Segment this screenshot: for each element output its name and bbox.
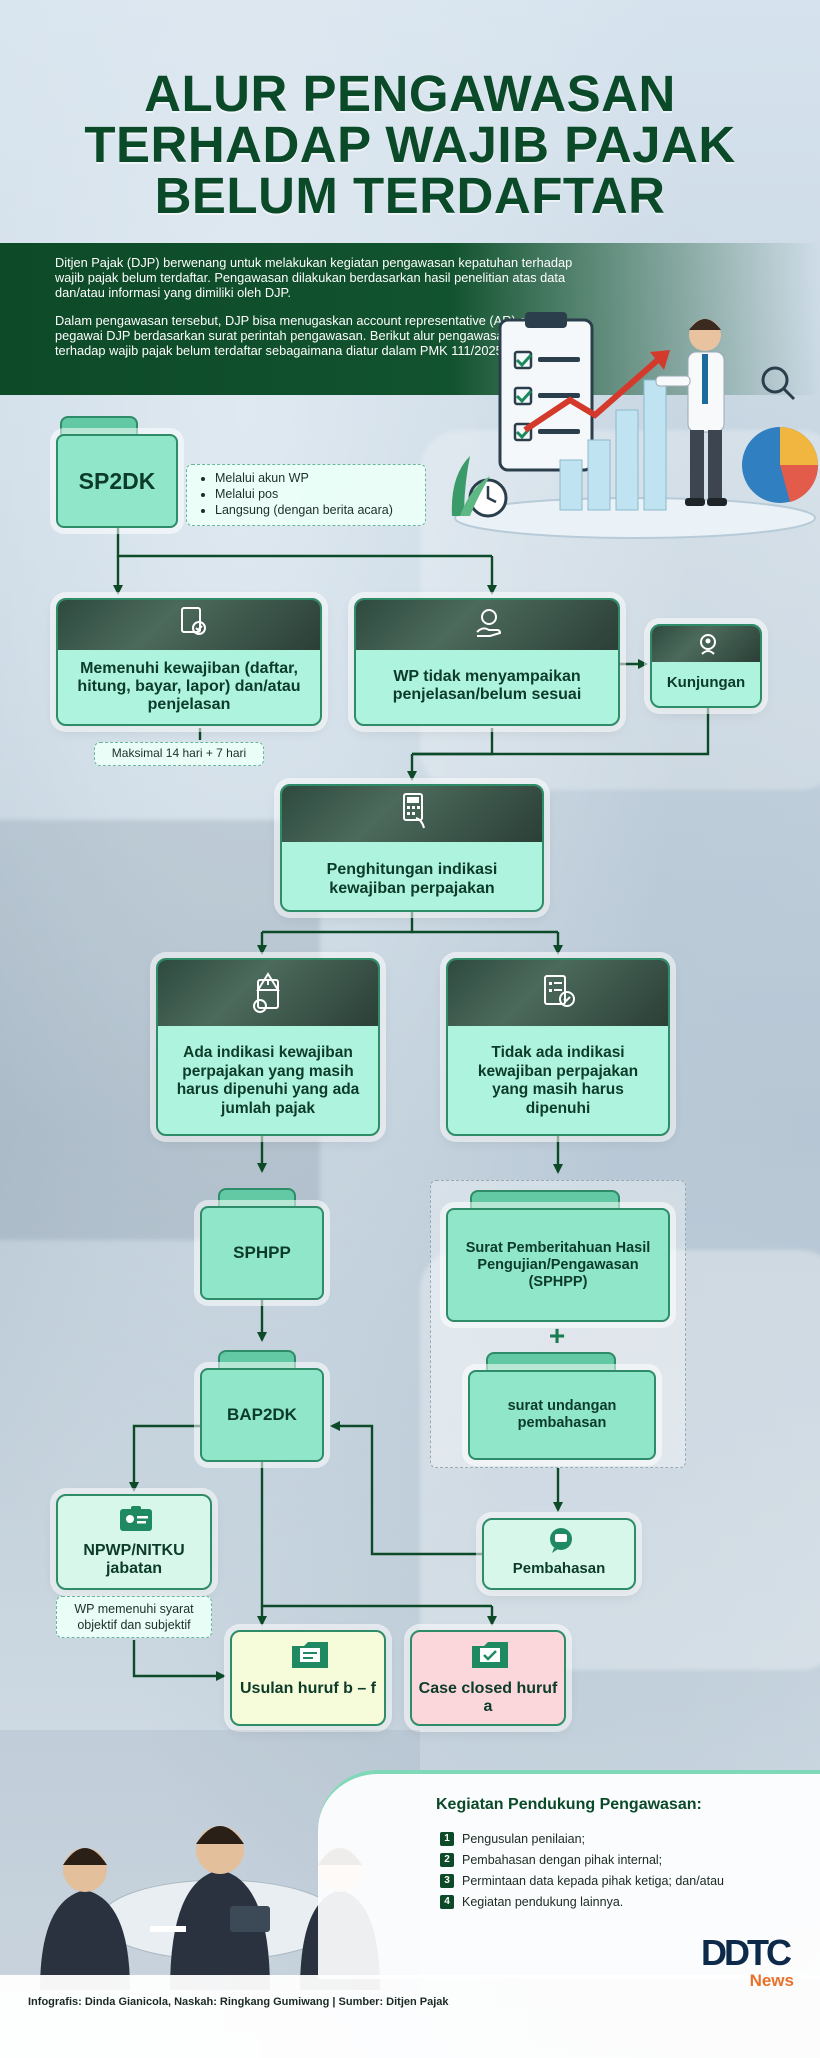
usulan-label: Usulan huruf b – f: [240, 1680, 376, 1697]
folder-closed-icon: [472, 1642, 508, 1668]
case-closed-label: Case closed huruf a: [418, 1680, 558, 1715]
logo-mark: DDTC: [701, 1932, 792, 1973]
kunjungan-photo: [652, 626, 760, 662]
penghitungan-box: Penghitungan indikasi kewajiban perpajak…: [280, 784, 544, 912]
npwp-nitku-label: NPWP/NITKU jabatan: [83, 1542, 185, 1577]
support-item-number: 1: [440, 1831, 454, 1846]
support-item: 2 Pembahasan dengan pihak internal;: [440, 1849, 724, 1870]
sp2dk-label: SP2DK: [56, 434, 178, 528]
title-line-1: ALUR PENGAWASAN: [144, 65, 676, 122]
title-line-2: TERHADAP WAJIB PAJAK: [84, 116, 736, 173]
penghitungan-label: Penghitungan indikasi kewajiban perpajak…: [326, 861, 498, 897]
sphpp-folder: SPHPP: [200, 1188, 324, 1300]
support-item-number: 3: [440, 1873, 454, 1888]
case-closed-box: Case closed huruf a: [410, 1630, 566, 1726]
logo-sub: News: [749, 1971, 794, 1990]
ddtc-news-logo: DDTC News: [690, 1935, 800, 1995]
sp2dk-channel-item: Melalui akun WP: [215, 470, 425, 486]
pembahasan-label: Pembahasan: [512, 1560, 606, 1577]
plus-sign: +: [548, 1320, 566, 1351]
support-item-text: Kegiatan pendukung lainnya.: [462, 1894, 624, 1909]
max-time-note: Maksimal 14 hari + 7 hari: [94, 742, 264, 766]
support-list: 1 Pengusulan penilaian; 2 Pembahasan denga…: [440, 1828, 724, 1912]
pie-chart-icon: [742, 427, 819, 503]
surat-pemberitahuan-label: Surat Pemberitahuan Hasil Pengujian/Peng…: [446, 1208, 670, 1322]
support-item: 1 Pengusulan penilaian;: [440, 1828, 724, 1849]
plant-icon: [451, 456, 470, 516]
trend-arrow-icon: [523, 355, 662, 433]
sp2dk-folder: SP2DK: [56, 416, 178, 528]
memenuhi-label: Memenuhi kewajiban (daftar, hitung, baya…: [77, 660, 301, 713]
bar-chart-icon: [559, 379, 667, 511]
pembahasan-box: Pembahasan: [482, 1518, 636, 1590]
footer-credit: Infografis: Dinda Gianicola, Naskah: Rin…: [28, 1996, 449, 2008]
sphpp-label: SPHPP: [200, 1206, 324, 1300]
support-item-text: Permintaan data kepada pihak ketiga; dan…: [462, 1873, 724, 1888]
ada-indikasi-photo: [158, 960, 378, 1026]
support-item-number: 4: [440, 1894, 454, 1909]
wp-syarat-note: WP memenuhi syarat objektif dan subjekti…: [56, 1596, 212, 1638]
intro-paragraph-1: Ditjen Pajak (DJP) berwenang untuk melak…: [55, 255, 573, 300]
businessman-figure: [655, 319, 727, 506]
bap2dk-label: BAP2DK: [200, 1368, 324, 1462]
surat-undangan-label: surat undangan pembahasan: [468, 1370, 656, 1460]
id-card-icon: [120, 1506, 152, 1531]
sp2dk-channel-item: Langsung (dengan berita acara): [215, 502, 425, 518]
support-item: 3 Permintaan data kepada pihak ketiga; da…: [440, 1870, 724, 1891]
support-item-text: Pengusulan penilaian;: [462, 1831, 586, 1846]
tidak-ada-indikasi-label: Tidak ada indikasi kewajiban perpajakan …: [477, 1044, 639, 1117]
chat-bubble-icon: [550, 1528, 572, 1553]
support-item-number: 2: [440, 1852, 454, 1867]
sp2dk-channels-note: Melalui akun WP Melalui pos Langsung (de…: [186, 464, 426, 526]
calculator-hand-icon: [403, 793, 425, 829]
support-item: 4 Kegiatan pendukung lainnya.: [440, 1891, 724, 1912]
title-line-3: BELUM TERDAFTAR: [154, 167, 666, 224]
ada-indikasi-box: Ada indikasi kewajiban perpajakan yang m…: [156, 958, 380, 1136]
intro-paragraph-2: Dalam pengawasan tersebut, DJP bisa menu…: [55, 313, 575, 358]
location-person-icon: [700, 634, 716, 655]
hero-illustration: [451, 312, 819, 539]
footer-bar: Infografis: Dinda Gianicola, Naskah: Rin…: [0, 1975, 820, 2058]
hand-coin-icon: [476, 609, 502, 637]
surat-pemberitahuan-folder: Surat Pemberitahuan Hasil Pengujian/Peng…: [446, 1190, 670, 1322]
memenuhi-kewajiban-box: Memenuhi kewajiban (daftar, hitung, baya…: [56, 598, 322, 726]
ada-indikasi-label: Ada indikasi kewajiban perpajakan yang m…: [176, 1044, 360, 1117]
wp-tidak-label: WP tidak menyampaikan penjelasan/belum s…: [392, 668, 582, 703]
tidak-ada-indikasi-photo: [448, 960, 668, 1026]
magnifier-icon: [761, 366, 789, 394]
kunjungan-box: Kunjungan: [650, 624, 762, 708]
intro-band: Ditjen Pajak (DJP) berwenang untuk melak…: [0, 243, 820, 395]
bap2dk-folder: BAP2DK: [200, 1350, 324, 1462]
sp2dk-channel-item: Melalui pos: [215, 486, 425, 502]
surat-undangan-folder: surat undangan pembahasan: [468, 1352, 656, 1460]
support-activities-card: Kegiatan Pendukung Pengawasan: 1 Pengusul…: [318, 1770, 820, 1979]
npwp-nitku-box: NPWP/NITKU jabatan: [56, 1494, 212, 1590]
support-heading: Kegiatan Pendukung Pengawasan:: [436, 1796, 702, 1813]
checklist-icon: [544, 975, 575, 1007]
wp-tidak-menyampaikan-box: WP tidak menyampaikan penjelasan/belum s…: [354, 598, 620, 726]
page-title: ALUR PENGAWASAN TERHADAP WAJIB PAJAK BEL…: [0, 68, 820, 221]
warning-document-icon: [253, 972, 280, 1013]
support-item-text: Pembahasan dengan pihak internal;: [462, 1852, 663, 1867]
wp-tidak-photo: [356, 600, 618, 650]
kunjungan-label: Kunjungan: [666, 674, 746, 691]
folder-document-icon: [292, 1642, 328, 1668]
tidak-ada-indikasi-box: Tidak ada indikasi kewajiban perpajakan …: [446, 958, 670, 1136]
document-check-icon: [181, 607, 206, 635]
usulan-box: Usulan huruf b – f: [230, 1630, 386, 1726]
